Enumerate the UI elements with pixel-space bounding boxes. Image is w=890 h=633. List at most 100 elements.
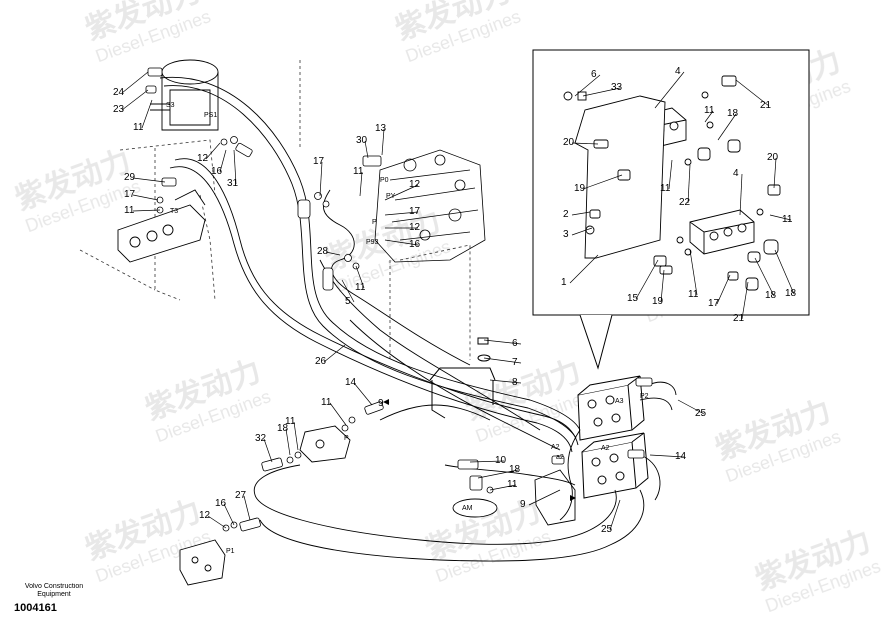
leader-line xyxy=(704,110,714,123)
port-label: A3 xyxy=(615,398,624,405)
callout-label: 21 xyxy=(733,313,745,324)
callout-label: 18 xyxy=(765,290,777,301)
callout-label: 21 xyxy=(760,100,772,111)
leader-line xyxy=(219,149,227,173)
leader-line xyxy=(654,71,685,109)
callout-label: 16 xyxy=(211,166,223,177)
leader-line xyxy=(319,161,323,197)
callout-label: 11 xyxy=(124,205,135,216)
callout-label: 16 xyxy=(215,498,227,509)
callout-label: 20 xyxy=(563,137,575,148)
callout-label: 6 xyxy=(512,338,518,349)
leader-line xyxy=(574,74,601,97)
leader-line xyxy=(571,211,591,216)
leader-line xyxy=(207,515,227,529)
callout-label: 9 xyxy=(520,499,526,510)
leader-line xyxy=(571,227,593,236)
arrow-markers xyxy=(383,399,576,501)
leader-line xyxy=(739,173,743,216)
callout-label: 17 xyxy=(708,298,720,309)
leader-line xyxy=(293,421,299,451)
leader-line xyxy=(569,254,599,284)
callout-label: 16 xyxy=(409,239,421,250)
leader-line xyxy=(384,184,419,201)
leader-line xyxy=(754,257,775,297)
callout-labels: 2423111216312917113013171112171216281152… xyxy=(113,66,797,535)
callout-label: 20 xyxy=(767,152,779,163)
callout-label: 32 xyxy=(255,433,267,444)
port-label: AM xyxy=(462,505,473,512)
callout-label: 3 xyxy=(563,229,569,240)
leader-line xyxy=(483,339,522,345)
callout-label: 10 xyxy=(495,455,507,466)
port-label: T3 xyxy=(170,208,178,215)
callout-label: 28 xyxy=(317,246,329,257)
callout-label: 14 xyxy=(675,451,687,462)
leader-line xyxy=(571,142,599,145)
leader-line xyxy=(582,87,621,97)
leader-line xyxy=(741,281,749,320)
callout-label: 11 xyxy=(355,282,366,293)
leader-line xyxy=(132,177,166,183)
callout-label: 24 xyxy=(113,87,125,98)
leader-line xyxy=(384,239,419,246)
leader-line xyxy=(689,249,698,296)
leader-line xyxy=(132,194,159,201)
callout-label: 6 xyxy=(591,69,597,80)
leader-line xyxy=(384,211,419,216)
callout-label: 9 xyxy=(378,398,384,409)
leader-line xyxy=(528,489,561,506)
leader-line xyxy=(635,259,659,300)
callout-label: 2 xyxy=(563,209,569,220)
callout-label: 18 xyxy=(277,423,289,434)
hose-clamp-bracket xyxy=(429,337,496,419)
callout-label: 12 xyxy=(409,179,421,190)
leader-line xyxy=(121,89,149,111)
callout-label: 11 xyxy=(782,214,793,225)
callout-label: 8 xyxy=(512,377,518,388)
port-label: P0 xyxy=(380,177,389,184)
footer-line-2: Equipment xyxy=(37,591,71,598)
leader-line xyxy=(773,157,777,189)
inset-valve-assembly xyxy=(563,75,781,291)
leader-line xyxy=(355,265,365,289)
port-label: PS1 xyxy=(204,112,217,119)
port-label: A2 xyxy=(601,445,610,452)
leader-line xyxy=(325,251,341,256)
leader-line xyxy=(477,469,519,479)
callout-label: 4 xyxy=(733,168,739,179)
callout-label: 15 xyxy=(627,293,639,304)
callout-label: 7 xyxy=(512,357,518,368)
leader-line xyxy=(243,495,251,521)
callout-label: 27 xyxy=(235,490,247,501)
callout-label: 11 xyxy=(688,289,699,300)
callout-label: 18 xyxy=(727,108,739,119)
callout-label: 12 xyxy=(197,153,209,164)
callout-label: 17 xyxy=(313,156,325,167)
callout-label: 25 xyxy=(601,524,613,535)
callout-label: 14 xyxy=(345,377,357,388)
leader-line xyxy=(717,113,737,141)
leader-line xyxy=(716,274,731,305)
callout-label: 11 xyxy=(353,166,364,177)
callout-label: 33 xyxy=(611,82,623,93)
leader-line xyxy=(687,164,691,204)
leader-line xyxy=(769,214,792,221)
port-label: A2 xyxy=(551,444,560,451)
leader-line xyxy=(774,249,795,295)
callout-label: 4 xyxy=(675,66,681,77)
leader-line xyxy=(323,344,346,363)
callout-label: 1 xyxy=(561,277,567,288)
callout-label: 31 xyxy=(227,178,239,189)
port-label: P1 xyxy=(226,548,235,555)
leader-line xyxy=(341,279,355,303)
leader-line xyxy=(381,128,385,156)
port-label: S3 xyxy=(166,102,175,109)
leader-line xyxy=(668,159,673,190)
valve-block-lower xyxy=(577,375,649,499)
